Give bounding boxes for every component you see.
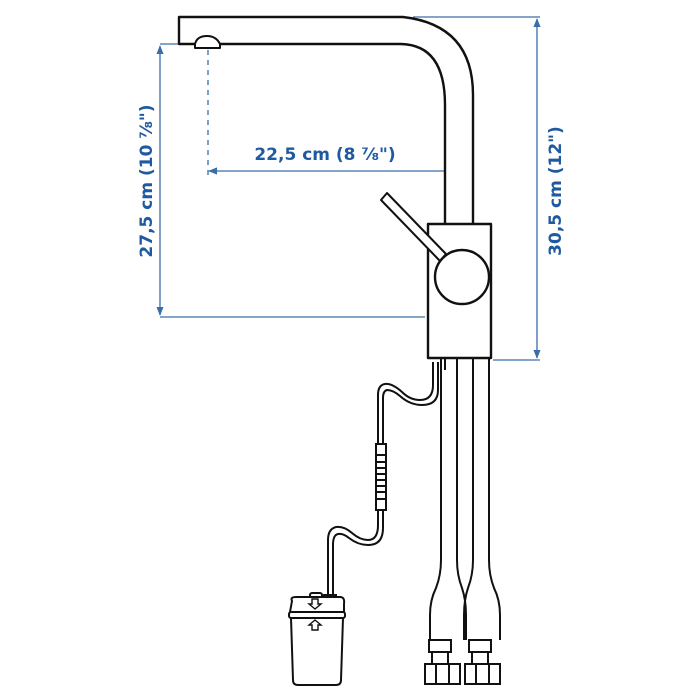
filter-cartridge — [288, 592, 346, 686]
spout-height-label: 27,5 cm (10 ⅞") — [137, 104, 157, 257]
spout — [177, 15, 475, 228]
hose-connector — [375, 443, 387, 511]
arrow-up-icon — [307, 619, 323, 631]
total-height-label: 30,5 cm (12") — [546, 126, 566, 256]
aerator — [194, 35, 221, 49]
spout-reach-label: 22,5 cm (8 ⅞") — [254, 145, 395, 165]
handle-hub — [433, 248, 491, 306]
arrow-down-icon — [307, 598, 323, 610]
supply-hoses — [429, 358, 501, 640]
cartridge-hose — [327, 362, 439, 598]
hose-nuts — [424, 639, 501, 685]
